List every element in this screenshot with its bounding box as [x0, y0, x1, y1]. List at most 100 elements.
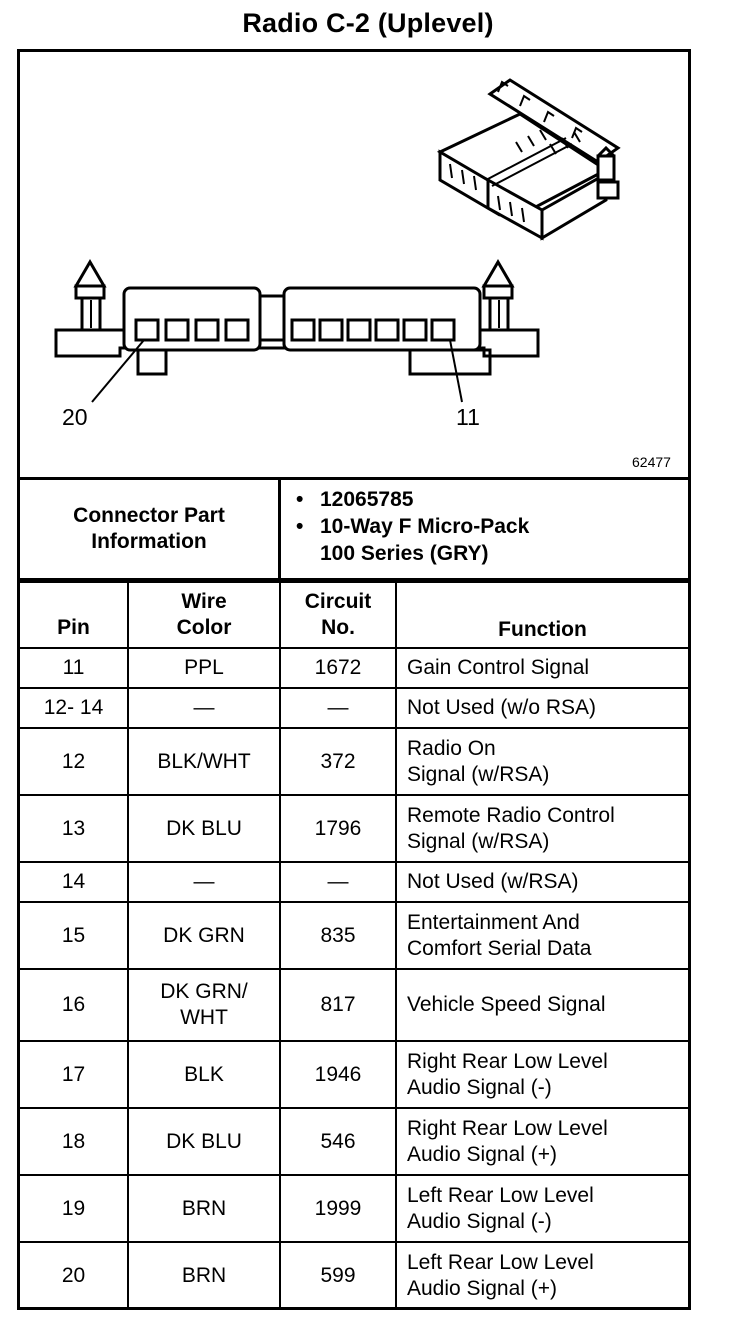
wire-color-cell: —	[127, 687, 281, 729]
function-cell-line: Audio Signal (+)	[407, 1142, 558, 1166]
wire-color-cell-line: DK BLU	[166, 1129, 242, 1153]
circuit-cell: 1796	[279, 794, 397, 863]
circuit-cell: —	[279, 861, 397, 903]
circuit-cell: 1999	[279, 1174, 397, 1243]
page-title: Radio C-2 (Uplevel)	[242, 8, 494, 38]
function-cell: Not Used (w/o RSA)	[395, 687, 688, 729]
wire-color-cell: BLK/WHT	[127, 727, 281, 796]
connector-3d-view	[436, 78, 621, 241]
right-latch-tip	[481, 259, 515, 288]
header-function: Function	[395, 581, 688, 649]
wire-color-cell: BRN	[127, 1241, 281, 1310]
connector-label-line2: Information	[91, 530, 207, 553]
wire-color-cell-line: WHT	[180, 1006, 228, 1029]
left-latch-collar	[74, 284, 106, 300]
callout-pin-20: 20	[62, 404, 88, 430]
connector-label-line1: Connector Part	[73, 504, 225, 527]
circuit-cell: —	[279, 687, 397, 729]
function-cell-line: Radio On	[407, 736, 496, 760]
description-item-cont: 100 Series (GRY)	[282, 540, 529, 567]
lower-tab-left	[136, 348, 168, 376]
function-cell-line: Right Rear Low Level	[407, 1116, 608, 1140]
table-row: 12- 14——Not Used (w/o RSA)	[20, 687, 688, 729]
wire-color-cell-line: PPL	[184, 656, 224, 679]
part-number: 12065785	[320, 488, 414, 511]
function-cell-line: Entertainment And	[407, 910, 580, 934]
cavity-20	[134, 318, 160, 342]
wire-color-cell-line: BRN	[181, 1263, 227, 1287]
leader-20	[91, 339, 145, 403]
function-cell-line: Signal (w/RSA)	[407, 829, 550, 853]
connector-part-info: Connector Part Information • 12065785 • …	[20, 480, 688, 581]
part-number-item: • 12065785	[282, 486, 529, 513]
function-cell-line: Not Used (w/RSA)	[407, 870, 579, 893]
pin-cell: 11	[20, 647, 129, 689]
table-row: 14——Not Used (w/RSA)	[20, 861, 688, 903]
description-line1: 10-Way F Micro-Pack	[320, 515, 530, 538]
function-cell-line: Vehicle Speed Signal	[407, 993, 606, 1016]
bullet-icon: •	[296, 515, 304, 538]
center-bridge	[258, 294, 286, 342]
function-cell-line: Audio Signal (-)	[407, 1209, 552, 1233]
wire-color-cell: DK GRN	[127, 901, 281, 970]
function-cell-line: Audio Signal (+)	[407, 1276, 558, 1300]
circuit-cell: 835	[279, 901, 397, 970]
pin-cell: 12	[20, 727, 129, 796]
function-cell: Not Used (w/RSA)	[395, 861, 688, 903]
description-item: • 10-Way F Micro-Pack	[282, 513, 529, 540]
wire-color-cell: DK BLU	[127, 1107, 281, 1176]
circuit-cell: 599	[279, 1241, 397, 1310]
pin-cell: 19	[20, 1174, 129, 1243]
connector-part-details: • 12065785 • 10-Way F Micro-Pack 100 Ser…	[282, 486, 529, 567]
right-latch-collar	[482, 284, 514, 300]
pin-cell: 18	[20, 1107, 129, 1176]
leader-11	[449, 339, 463, 403]
wire-color-cell-line: BRN	[181, 1196, 227, 1220]
function-cell-line: Audio Signal (-)	[407, 1075, 552, 1099]
wire-color-cell: DK BLU	[127, 794, 281, 863]
wire-color-cell-line: DK GRN	[163, 923, 245, 947]
pin-cell: 17	[20, 1040, 129, 1109]
pin-cell: 13	[20, 794, 129, 863]
wire-color-cell-line: BLK/WHT	[157, 749, 251, 773]
function-cell-line: Comfort Serial Data	[407, 936, 592, 960]
callout-pin-11: 11	[456, 404, 480, 430]
wire-color-cell-line: —	[193, 696, 215, 719]
function-cell-line: Remote Radio Control	[407, 803, 615, 827]
description-line2: 100 Series (GRY)	[320, 542, 489, 565]
pin-cell: 20	[20, 1241, 129, 1310]
circuit-cell: 817	[279, 968, 397, 1042]
circuit-cell: 546	[279, 1107, 397, 1176]
wire-color-cell: DK GRN/WHT	[127, 968, 281, 1042]
lower-tab-right	[408, 348, 492, 376]
wire-color-cell: BRN	[127, 1174, 281, 1243]
wire-color-cell-line: DK BLU	[166, 816, 242, 840]
function-cell: Vehicle Speed Signal	[395, 968, 688, 1042]
function-cell-line: Left Rear Low Level	[407, 1250, 594, 1274]
bullet-icon: •	[296, 488, 304, 511]
function-cell-line: Not Used (w/o RSA)	[407, 696, 597, 719]
left-latch-tip	[73, 259, 107, 288]
header-pin: Pin	[20, 581, 129, 649]
figure-number: 62477	[632, 454, 671, 470]
wire-color-cell: —	[127, 861, 281, 903]
pin-cell: 14	[20, 861, 129, 903]
